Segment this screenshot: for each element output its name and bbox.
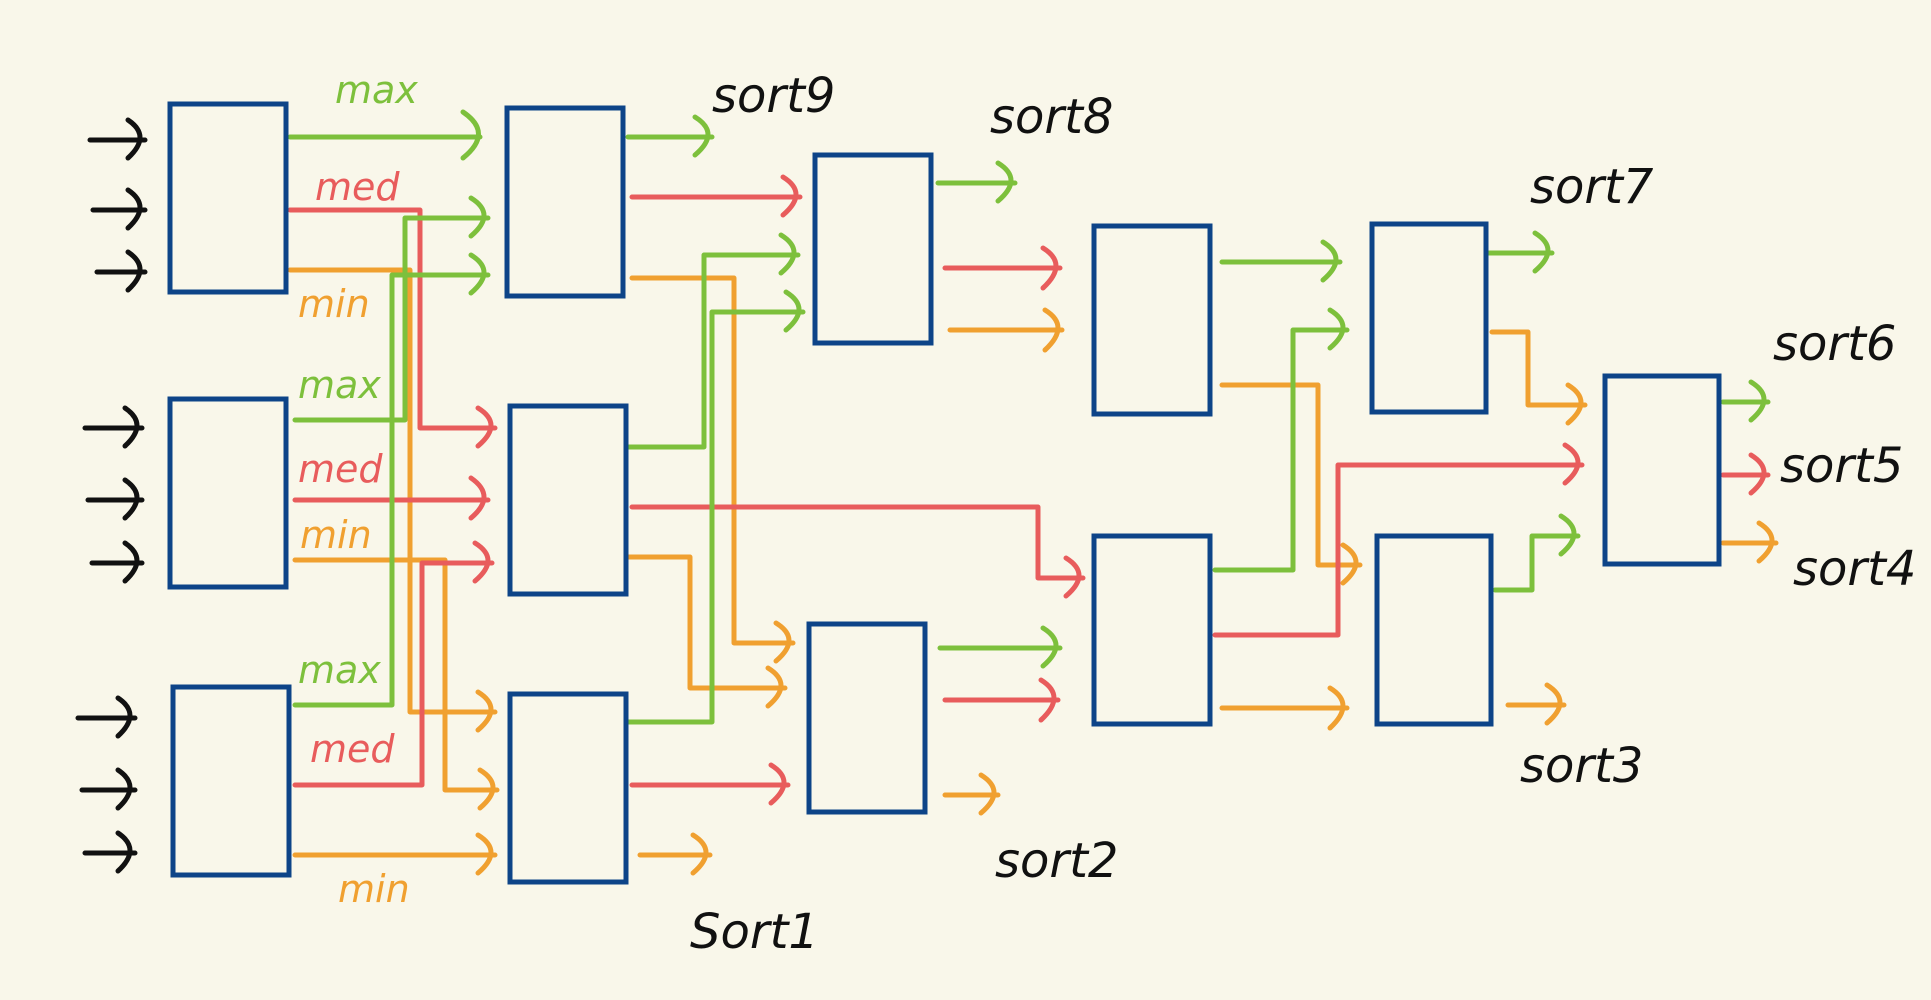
wire-min <box>292 557 500 811</box>
label-min: min <box>300 513 372 557</box>
wire <box>1219 239 1343 283</box>
output-label-sort1: Sort1 <box>690 904 819 960</box>
label-min: min <box>298 282 370 326</box>
wire-out <box>637 832 713 876</box>
input-arrow <box>85 477 145 521</box>
output-label-sort2: sort2 <box>995 833 1118 889</box>
wire <box>629 275 796 664</box>
output-label-sort8: sort8 <box>990 89 1113 145</box>
comparator-box <box>1091 533 1213 727</box>
wire-out <box>1505 682 1567 726</box>
input-arrow <box>94 249 148 293</box>
wire-out <box>942 772 1001 816</box>
wire <box>1489 329 1588 426</box>
label-max: max <box>335 68 418 112</box>
output-labels: Sort1 sort2 sort3 sort4 sort5 sort6 sort… <box>690 68 1916 960</box>
comparator-box <box>1369 221 1489 415</box>
wire-out <box>1720 379 1771 423</box>
wire-max <box>287 109 483 161</box>
wire-max <box>292 195 491 423</box>
wire <box>1212 442 1585 638</box>
output-label-sort5: sort5 <box>1780 438 1903 494</box>
input-arrow <box>82 830 138 874</box>
comparator-box <box>812 152 934 346</box>
output-label-sort6: sort6 <box>1773 316 1896 372</box>
wire-out <box>625 114 715 158</box>
label-med: med <box>315 165 400 209</box>
wire <box>1212 307 1350 573</box>
input-arrow <box>82 405 145 449</box>
comparator-box <box>167 101 289 295</box>
comparator-box <box>167 396 289 590</box>
stage6-wires <box>1720 379 1779 564</box>
label-med: med <box>310 727 395 771</box>
stage1-wires <box>287 109 500 876</box>
input-arrow <box>89 540 145 584</box>
wire-min <box>292 832 498 876</box>
label-max: max <box>298 648 381 692</box>
stage5-wires <box>1485 230 1588 726</box>
input-arrow <box>75 695 138 739</box>
wire <box>937 625 1063 669</box>
wire-max <box>292 252 491 708</box>
input-arrow <box>87 117 148 161</box>
wire <box>942 677 1061 723</box>
comparator-boxes <box>167 101 1722 885</box>
comparator-box <box>806 621 928 815</box>
label-min: min <box>338 867 410 911</box>
comparator-box <box>1602 373 1722 567</box>
comparator-box <box>507 691 629 885</box>
stage4-wires <box>1212 239 1585 731</box>
comparator-box <box>170 684 292 878</box>
stage1-labels: max med min max med min max med min <box>298 68 418 911</box>
wire <box>625 554 788 709</box>
wire-out <box>1720 452 1771 496</box>
wire-min <box>287 267 498 733</box>
wire <box>629 504 1086 599</box>
output-label-sort7: sort7 <box>1530 159 1654 215</box>
wire <box>942 245 1063 291</box>
input-arrows <box>75 117 148 874</box>
label-max: max <box>298 363 381 407</box>
wire <box>1219 685 1350 731</box>
wire <box>947 307 1065 353</box>
label-med: med <box>298 447 383 491</box>
input-arrow <box>79 767 138 811</box>
input-arrow <box>90 187 148 231</box>
wire-out <box>1720 520 1779 564</box>
comparator-box <box>1091 223 1213 417</box>
comparator-box <box>507 403 629 597</box>
wire <box>629 174 803 218</box>
output-label-sort3: sort3 <box>1520 738 1643 794</box>
output-label-sort4: sort4 <box>1793 541 1916 597</box>
wire-med <box>287 207 498 449</box>
comparator-box <box>504 105 626 299</box>
wire-med <box>292 540 495 788</box>
stage2-wires <box>625 114 1086 876</box>
output-label-sort9: sort9 <box>712 68 835 124</box>
stage3-wires <box>935 160 1065 816</box>
wire <box>625 232 801 450</box>
comparator-box <box>1374 533 1494 727</box>
wire-out <box>935 160 1018 204</box>
wire <box>625 289 806 725</box>
wire <box>1492 513 1581 593</box>
wire <box>629 762 791 806</box>
wire-out <box>1485 230 1555 274</box>
